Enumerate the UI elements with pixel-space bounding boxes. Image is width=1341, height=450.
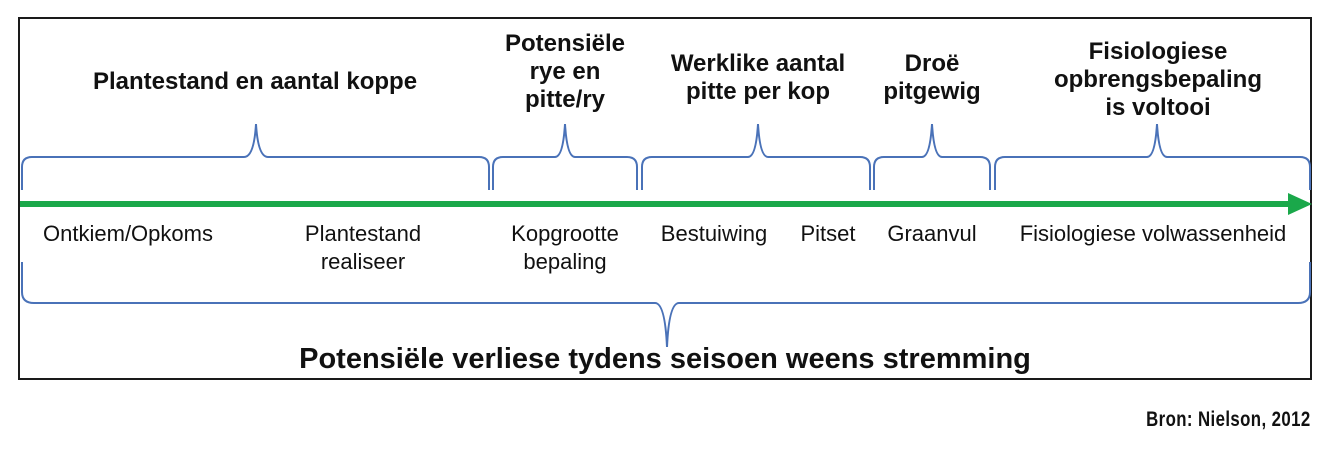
stage-plant-stand: Plantestand realiseer <box>304 221 422 274</box>
stage-head-size: Kopgrootte bepaling <box>511 221 619 274</box>
stage-pollination: Bestuiwing <box>660 221 768 246</box>
stage-grain-fill: Graanvul <box>887 221 977 246</box>
header-plant-stand: Plantestand en aantal koppe <box>92 68 418 95</box>
brace-rows-kernels <box>492 123 638 190</box>
brace-season-losses <box>21 262 1311 348</box>
header-dry-weight: Droë pitgewig <box>883 50 981 105</box>
stage-kernel-set: Pitset <box>800 221 856 246</box>
brace-dry-weight <box>873 123 991 190</box>
brace-actual-kernels <box>641 123 871 190</box>
stage-germination: Ontkiem/Opkoms <box>43 221 213 246</box>
brace-physiological <box>994 123 1311 190</box>
stage-maturity: Fisiologiese volwassenheid <box>1019 221 1287 246</box>
header-rows-kernels: Potensiële rye en pitte/ry <box>504 30 626 113</box>
header-actual-kernels: Werklike aantal pitte per kop <box>670 50 846 105</box>
header-physiological: Fisiologiese opbrengsbepaling is voltooi <box>1053 38 1262 121</box>
season-losses-label: Potensiële verliese tydens seisoen weens… <box>299 343 1031 375</box>
brace-plant-stand <box>21 123 490 190</box>
timeline-arrow-head <box>1288 193 1312 215</box>
source-citation: Bron: Nielson, 2012 <box>1146 408 1311 431</box>
